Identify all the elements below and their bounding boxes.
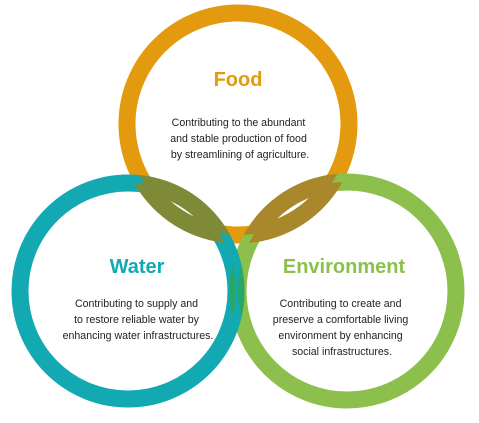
water-desc-line: Contributing to supply and <box>75 298 198 310</box>
food-desc-line: and stable production of food <box>170 133 307 145</box>
food-ring <box>118 4 358 244</box>
food-desc-line: Contributing to the abundant <box>172 117 306 129</box>
environment-desc-line: Contributing to create and <box>280 298 402 310</box>
environment-desc-line: environment by enhancing <box>278 330 402 342</box>
water-title: Water <box>110 256 165 278</box>
water-desc-line: enhancing water infrastructures. <box>63 330 214 342</box>
environment-desc-line: preserve a comfortable living <box>273 314 409 326</box>
food-title: Food <box>214 69 263 91</box>
food-description: Contributing to the abundant and stable … <box>170 117 310 161</box>
environment-description: Contributing to create and preserve a co… <box>273 298 411 358</box>
water-description: Contributing to supply and to restore re… <box>63 298 214 342</box>
environment-title: Environment <box>283 256 406 278</box>
environment-desc-line: social infrastructures. <box>292 346 392 358</box>
water-desc-line: to restore reliable water by <box>74 314 200 326</box>
food-desc-line: by streamlining of agriculture. <box>171 149 309 161</box>
